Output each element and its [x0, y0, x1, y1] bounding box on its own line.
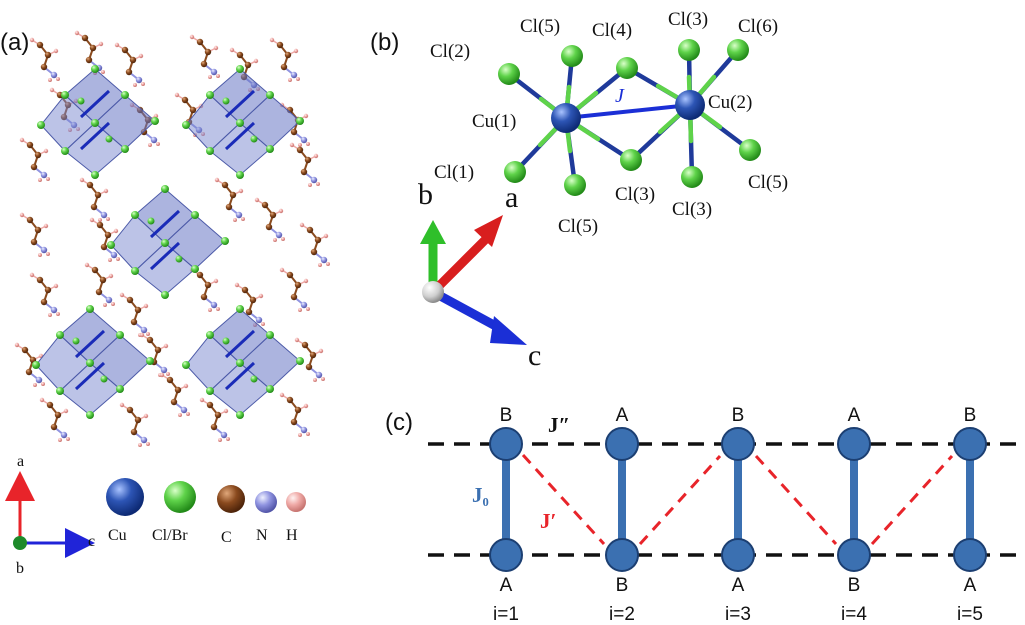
legend-c-sphere	[217, 485, 245, 513]
legend-cu-sphere	[106, 478, 144, 516]
svg-text:i=3: i=3	[725, 604, 751, 625]
label-cl5-top: Cl(5)	[520, 16, 560, 37]
svg-text:B: B	[500, 405, 513, 426]
label-cl5-right: Cl(5)	[748, 172, 788, 193]
svg-text:A: A	[964, 575, 977, 596]
svg-text:B: B	[732, 405, 745, 426]
label-cl2: Cl(2)	[430, 41, 470, 62]
svg-text:i=1: i=1	[493, 604, 519, 625]
j0-label: J₀	[472, 483, 489, 507]
svg-text:A: A	[616, 405, 629, 426]
triad-b-label: b	[418, 178, 433, 211]
legend-h-sphere	[286, 492, 306, 512]
element-legend: Cu Cl/Br C N H	[106, 478, 306, 546]
cl-atoms	[498, 39, 761, 196]
label-cu2: Cu(2)	[708, 92, 752, 113]
panel-a-label: (a)	[0, 29, 29, 56]
label-cu1: Cu(1)	[472, 111, 516, 132]
top-site-labels: B A B A B	[500, 405, 977, 426]
legend-cu-label: Cu	[108, 527, 127, 544]
legend-h-label: H	[286, 527, 298, 544]
label-cl3-top: Cl(3)	[668, 9, 708, 30]
label-cl5-bottom: Cl(5)	[558, 216, 598, 237]
svg-text:i=4: i=4	[841, 604, 867, 625]
svg-text:B: B	[964, 405, 977, 426]
legend-n-label: N	[256, 527, 268, 544]
axis-c-label: c	[88, 533, 95, 550]
site-indices: i=1 i=2 i=3 i=4 i=5	[493, 604, 983, 625]
svg-text:A: A	[848, 405, 861, 426]
axis-a-label: a	[17, 453, 24, 470]
svg-text:i=2: i=2	[609, 604, 635, 625]
label-cl3-bottom: Cl(3)	[672, 199, 712, 220]
cu1-atom	[551, 103, 581, 133]
jprime-label: J′	[540, 509, 556, 533]
axis-b-label: b	[16, 560, 24, 577]
svg-text:B: B	[616, 575, 629, 596]
legend-cl-sphere	[164, 481, 196, 513]
legend-c-label: C	[221, 529, 232, 546]
j-bond	[566, 105, 690, 118]
svg-text:A: A	[732, 575, 745, 596]
panel-a: (a) a c b	[0, 29, 330, 577]
panel-c-label: (c)	[385, 409, 413, 436]
label-cl3-mid: Cl(3)	[615, 184, 655, 205]
triad-c-label: c	[528, 339, 541, 372]
bottom-site-labels: A B A B A	[500, 575, 977, 596]
j-bond-label: J	[615, 85, 625, 107]
triad-a-label: a	[505, 181, 518, 214]
label-cl4: Cl(4)	[592, 20, 632, 41]
svg-text:A: A	[500, 575, 513, 596]
jdouble-label: J″	[548, 413, 570, 437]
label-cl6: Cl(6)	[738, 16, 778, 37]
label-cl1: Cl(1)	[434, 162, 474, 183]
crystal-structure	[15, 31, 330, 447]
svg-text:i=5: i=5	[957, 604, 983, 625]
legend-n-sphere	[255, 491, 277, 513]
panel-b-label: (b)	[370, 29, 399, 56]
orientation-triad: b a c	[418, 178, 541, 372]
legend-cl-label: Cl/Br	[152, 527, 188, 544]
panel-c: (c) B A B	[385, 405, 1025, 625]
axes-a-c-b: a c b	[13, 453, 95, 577]
svg-text:B: B	[848, 575, 861, 596]
cu2-atom	[675, 90, 705, 120]
panel-b: (b)	[370, 9, 788, 372]
